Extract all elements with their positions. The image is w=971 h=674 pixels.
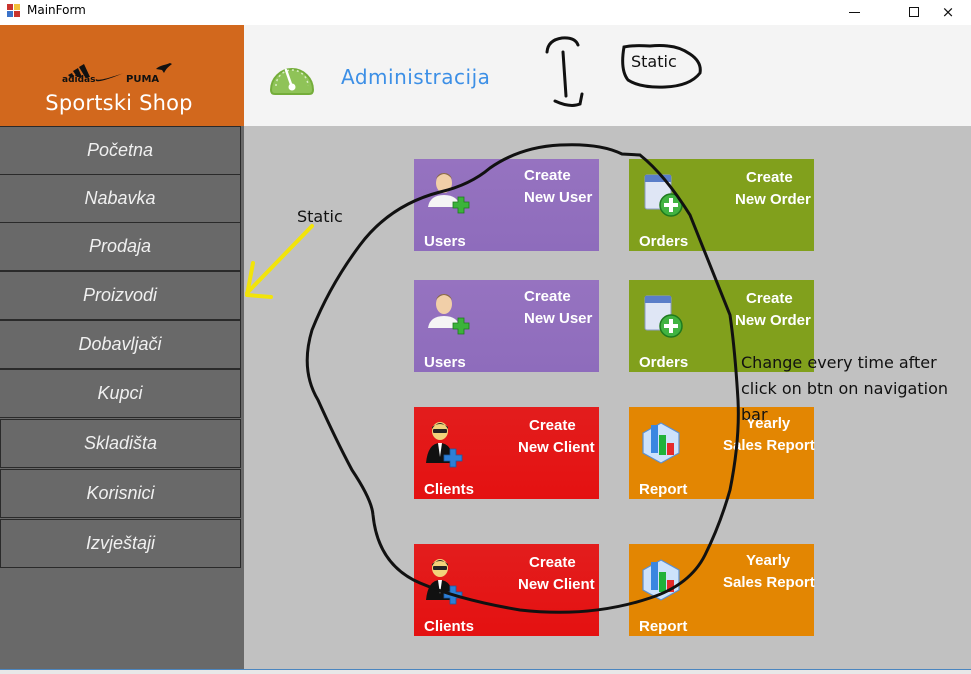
maximize-icon (909, 7, 919, 17)
add-user-icon (428, 294, 470, 335)
page-title: Administracija (341, 65, 491, 89)
maximize-button[interactable] (891, 0, 937, 24)
tile-title-line1: Create (746, 290, 793, 307)
close-icon: × (941, 3, 955, 21)
add-client-icon (426, 559, 463, 605)
svg-text:adidas: adidas (62, 75, 95, 83)
brand-logos: adidas PUMA (62, 63, 172, 83)
sidebar-nav: Početna Nabavka Prodaja Proizvodi Dobavl… (0, 126, 244, 669)
window-titlebar: MainForm × (0, 0, 971, 24)
svg-text:PUMA: PUMA (126, 74, 159, 83)
tile-title-line2: Sales Report (723, 437, 815, 454)
add-order-icon (644, 174, 683, 217)
sidebar-item-prodaja[interactable]: Prodaja (0, 222, 241, 271)
create-user-tile[interactable]: Create New User Users (414, 280, 599, 372)
tile-title-line2: New Client (518, 439, 595, 456)
tile-category: Clients (424, 618, 475, 635)
window-bottom-border (0, 669, 971, 674)
annotation-note-line: bar (741, 405, 768, 424)
minimize-button[interactable] (831, 0, 877, 24)
sidebar-item-dobavljaci[interactable]: Dobavljači (0, 320, 241, 369)
sidebar-item-kupci[interactable]: Kupci (0, 369, 241, 418)
bar-chart-icon (642, 422, 680, 464)
minimize-icon (848, 11, 860, 13)
annotation-content-note: Change every time after click on btn on … (741, 350, 948, 428)
header-bar: Administracija (244, 25, 971, 126)
sidebar-item-proizvodi[interactable]: Proizvodi (0, 271, 241, 320)
add-client-icon (426, 422, 463, 468)
close-button[interactable]: × (925, 0, 971, 24)
window-title: MainForm (27, 3, 86, 17)
create-client-tile[interactable]: Create New Client Clients (414, 407, 599, 499)
create-client-tile[interactable]: Create New Client Clients (414, 544, 599, 636)
tile-category: Report (639, 481, 688, 498)
create-order-tile[interactable]: Create New Order Orders (629, 159, 814, 251)
tile-title-line2: Sales Report (723, 574, 815, 591)
tile-title-line1: Yearly (746, 552, 791, 569)
tile-category: Report (639, 618, 688, 635)
bar-chart-icon (642, 559, 680, 601)
tile-title-line1: Create (529, 554, 576, 571)
tile-category: Orders (639, 354, 689, 371)
tile-title-line1: Yearly (746, 415, 791, 432)
sidebar-item-nabavka[interactable]: Nabavka (0, 174, 241, 223)
annotation-note-line: click on btn on navigation (741, 379, 948, 398)
tile-title-line2: New User (524, 310, 593, 327)
tile-title-line1: Create (524, 167, 571, 184)
sidebar-item-pocetna[interactable]: Početna (0, 126, 241, 175)
sidebar-item-izvjestaji[interactable]: Izvještaji (0, 519, 241, 568)
brand-panel: adidas PUMA Sportski Shop (0, 25, 244, 126)
annotation-note-line: Change every time after (741, 353, 937, 372)
create-user-tile[interactable]: Create New User Users (414, 159, 599, 251)
tile-title-line2: New Order (735, 312, 811, 329)
tile-category: Orders (639, 233, 689, 250)
nike-logo (95, 73, 124, 82)
add-user-icon (428, 173, 470, 214)
tile-category: Users (424, 354, 466, 371)
tile-title-line1: Create (746, 169, 793, 186)
app-icon (7, 4, 21, 18)
tile-title-line2: New Client (518, 576, 595, 593)
tile-category: Clients (424, 481, 475, 498)
annotation-header-static: Static (631, 52, 677, 71)
tile-title-line1: Create (524, 288, 571, 305)
puma-logo: PUMA (126, 63, 172, 83)
sidebar-item-korisnici[interactable]: Korisnici (0, 469, 241, 518)
shop-title: Sportski Shop (45, 91, 193, 115)
tile-category: Users (424, 233, 466, 250)
add-order-icon (644, 295, 683, 338)
tile-title-line1: Create (529, 417, 576, 434)
tile-title-line2: New User (524, 189, 593, 206)
sales-report-tile[interactable]: Yearly Sales Report Report (629, 544, 815, 636)
sidebar-item-skladista[interactable]: Skladišta (0, 419, 241, 468)
annotation-sidebar-static: Static (297, 207, 343, 226)
tile-title-line2: New Order (735, 191, 811, 208)
adidas-logo: adidas (62, 64, 95, 83)
dashboard-gauge-icon (269, 68, 315, 95)
